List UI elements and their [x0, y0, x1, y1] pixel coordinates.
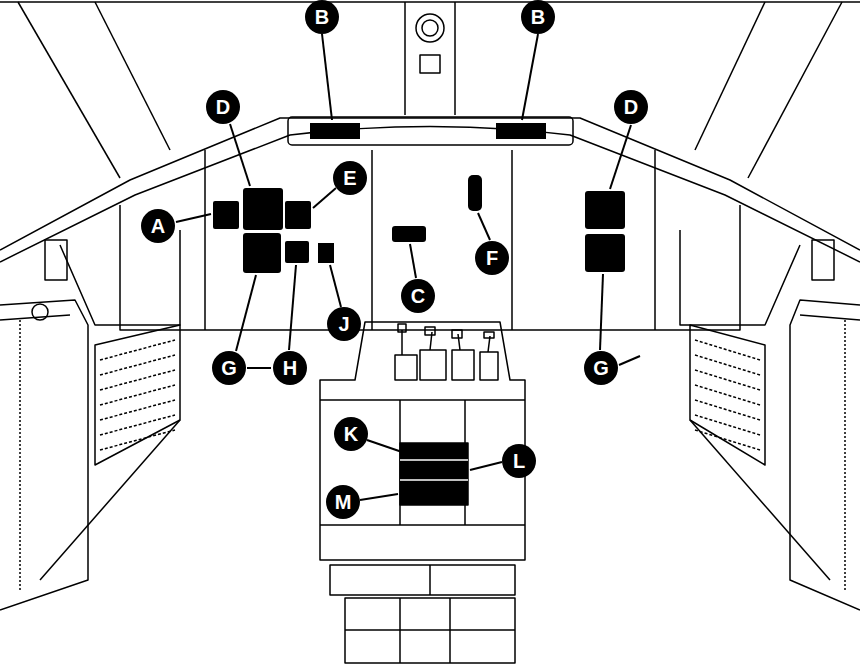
- callout-letter: C: [411, 286, 425, 306]
- callout-circle: F: [475, 241, 509, 275]
- callout-letter: F: [486, 248, 498, 268]
- callout-letter: M: [335, 492, 352, 512]
- floor: [40, 420, 830, 580]
- callout-circle: G: [212, 351, 246, 385]
- callout-circle: H: [273, 351, 307, 385]
- callout-letter: B: [531, 7, 545, 27]
- callout-letter: A: [151, 216, 165, 236]
- instrument-panel: [60, 150, 800, 330]
- callout-letter: K: [344, 424, 358, 444]
- callout-circle: M: [326, 485, 360, 519]
- callout-circle: C: [401, 279, 435, 313]
- callout-letter: B: [315, 7, 329, 27]
- windshield: [0, 2, 860, 178]
- callout-circle: D: [614, 90, 648, 124]
- callout-letter: D: [624, 97, 638, 117]
- callout-letter: D: [216, 97, 230, 117]
- callout-letter: J: [338, 314, 349, 334]
- glare-shield: [0, 117, 860, 262]
- callout-circle: J: [327, 307, 361, 341]
- callout-circle: D: [206, 90, 240, 124]
- panel-items: [213, 123, 625, 273]
- callout-circle: K: [334, 417, 368, 451]
- callout-circle: E: [333, 161, 367, 195]
- callout-circle: G: [584, 351, 618, 385]
- callout-letter: E: [343, 168, 356, 188]
- leader-lines: [176, 34, 640, 500]
- callout-letter: G: [593, 358, 609, 378]
- callout-circle: A: [141, 209, 175, 243]
- side-consoles: [0, 240, 860, 610]
- callout-letter: G: [221, 358, 237, 378]
- callout-letter: L: [513, 451, 525, 471]
- callout-letter: H: [283, 358, 297, 378]
- center-pedestal: [320, 322, 525, 663]
- callout-circle: L: [502, 444, 536, 478]
- callout-circle: B: [521, 0, 555, 34]
- callout-circle: B: [305, 0, 339, 34]
